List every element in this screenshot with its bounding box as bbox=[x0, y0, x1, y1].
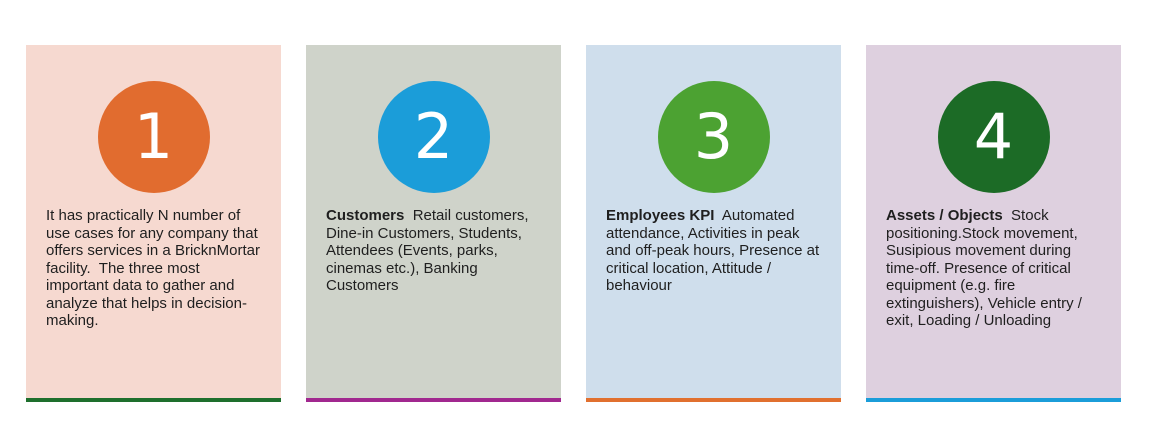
step-4-number-badge: 4 bbox=[937, 81, 1050, 193]
step-2-number-badge: 2 bbox=[377, 81, 490, 193]
step-3-label: Employees KPI bbox=[606, 207, 715, 224]
step-card-2: 2 Customers Retail customers, Dine-in Cu… bbox=[306, 45, 561, 402]
step-3-number-badge: 3 bbox=[657, 81, 770, 193]
step-1-number: 1 bbox=[133, 100, 174, 173]
step-2-number: 2 bbox=[413, 100, 454, 173]
step-3-number: 3 bbox=[693, 100, 734, 173]
cards-row: 1 It has practically N number of use cas… bbox=[26, 45, 1121, 402]
step-4-body: Stock positioning.Stock movement, Susipi… bbox=[886, 207, 1087, 329]
step-1-body: It has practically N number of use cases… bbox=[46, 207, 265, 329]
step-card-3: 3 Employees KPI Automated attendance, Ac… bbox=[586, 45, 841, 402]
step-2-label: Customers bbox=[326, 207, 405, 224]
step-card-4: 4 Assets / Objects Stock positioning.Sto… bbox=[866, 45, 1121, 402]
step-4-label: Assets / Objects bbox=[886, 207, 1003, 224]
step-1-number-badge: 1 bbox=[97, 81, 210, 193]
step-4-text: Assets / Objects Stock positioning.Stock… bbox=[866, 207, 1121, 330]
step-3-body: Automated attendance, Activities in peak… bbox=[606, 207, 824, 294]
step-1-text: It has practically N number of use cases… bbox=[26, 207, 281, 330]
step-2-body: Retail customers, Dine-in Customers, Stu… bbox=[326, 207, 533, 294]
step-2-text: Customers Retail customers, Dine-in Cust… bbox=[306, 207, 561, 295]
step-3-text: Employees KPI Automated attendance, Acti… bbox=[586, 207, 841, 295]
step-card-1: 1 It has practically N number of use cas… bbox=[26, 45, 281, 402]
step-4-number: 4 bbox=[973, 100, 1014, 173]
